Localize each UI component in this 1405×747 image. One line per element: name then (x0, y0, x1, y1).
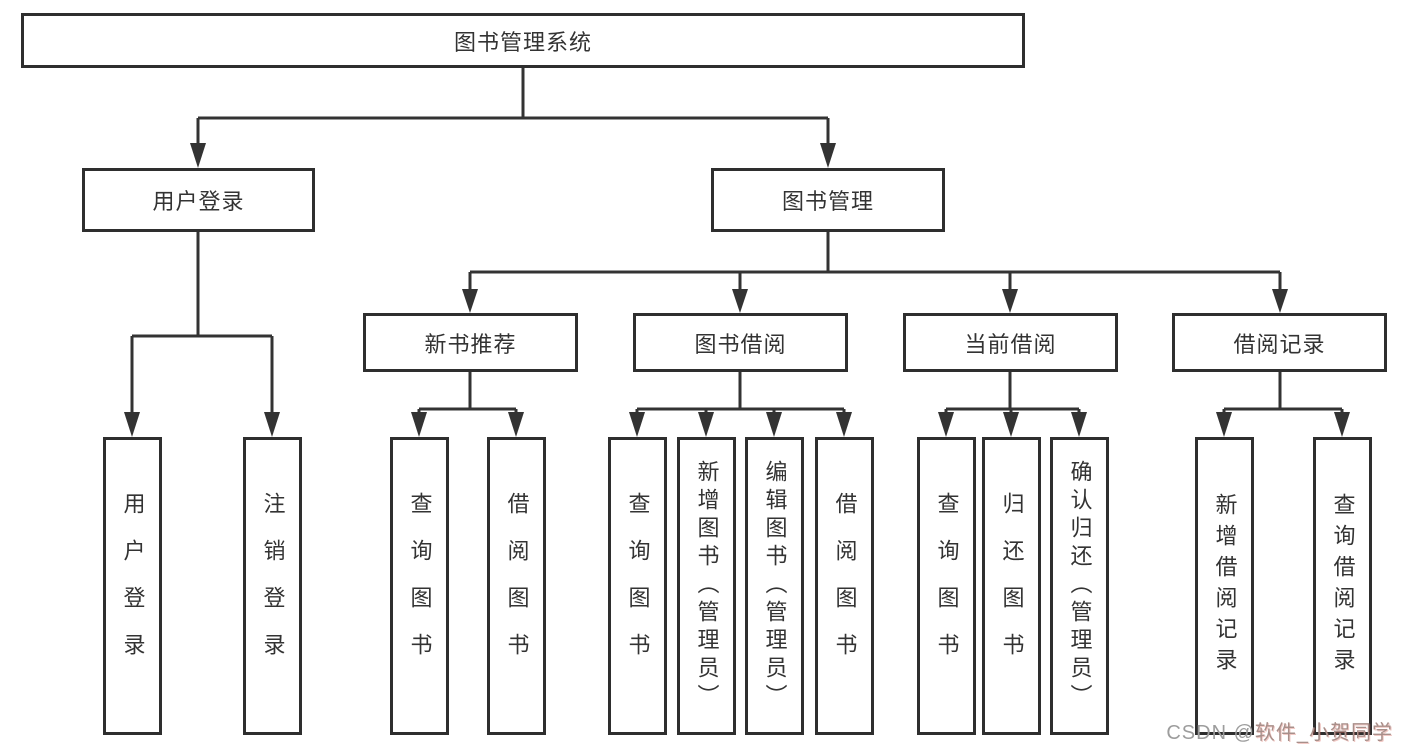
node-label: 借阅图书 (504, 492, 530, 680)
leaf-query-books-current: 查询图书 (917, 437, 976, 735)
node-label: 归还图书 (999, 492, 1025, 680)
leaf-confirm-return-admin: 确认归还（管理员） (1050, 437, 1109, 735)
leaf-add-book-admin: 新增图书（管理员） (677, 437, 736, 735)
node-label: 借阅图书 (832, 492, 858, 680)
leaf-borrow-books-recommend: 借阅图书 (487, 437, 546, 735)
watermark-prefix: CSDN @ (1166, 722, 1255, 744)
node-label: 查询图书 (934, 492, 960, 680)
node-label: 编辑图书（管理员） (762, 460, 788, 712)
node-label: 确认归还（管理员） (1067, 460, 1093, 712)
leaf-add-borrow-record: 新增借阅记录 (1195, 437, 1254, 735)
node-library-management-system: 图书管理系统 (21, 13, 1025, 68)
leaf-return-books: 归还图书 (982, 437, 1041, 735)
node-label: 图书管理系统 (453, 29, 592, 55)
node-label: 图书管理 (781, 189, 874, 214)
node-label: 用户登录 (120, 492, 146, 680)
leaf-query-borrow-record: 查询借阅记录 (1313, 437, 1372, 735)
node-label: 图书借阅 (694, 331, 787, 357)
node-label: 新增图书（管理员） (694, 460, 720, 712)
node-label: 借阅记录 (1233, 331, 1326, 357)
node-book-borrowing: 图书借阅 (633, 313, 848, 372)
node-label: 查询借阅记录 (1330, 493, 1356, 679)
node-current-borrowing: 当前借阅 (903, 313, 1118, 372)
leaf-logout: 注销登录 (243, 437, 302, 735)
watermark-username: 软件_小贺同学 (1254, 722, 1393, 744)
leaf-query-books-recommend: 查询图书 (390, 437, 449, 735)
leaf-borrow-books-borrowing: 借阅图书 (815, 437, 874, 735)
node-label: 注销登录 (260, 492, 286, 680)
node-book-management: 图书管理 (711, 168, 945, 232)
csdn-watermark: CSDN @软件_小贺同学 (1166, 716, 1393, 745)
leaf-user-login: 用户登录 (103, 437, 162, 735)
node-label: 新书推荐 (424, 331, 517, 357)
leaf-edit-book-admin: 编辑图书（管理员） (745, 437, 804, 735)
node-borrowing-records: 借阅记录 (1172, 313, 1387, 372)
leaf-query-books-borrowing: 查询图书 (608, 437, 667, 735)
node-label: 当前借阅 (964, 331, 1057, 357)
node-label: 新增借阅记录 (1212, 493, 1238, 679)
node-label: 查询图书 (407, 492, 433, 680)
node-label: 用户登录 (152, 189, 245, 214)
node-user-login: 用户登录 (82, 168, 315, 232)
node-new-book-recommendation: 新书推荐 (363, 313, 578, 372)
node-label: 查询图书 (625, 492, 651, 680)
